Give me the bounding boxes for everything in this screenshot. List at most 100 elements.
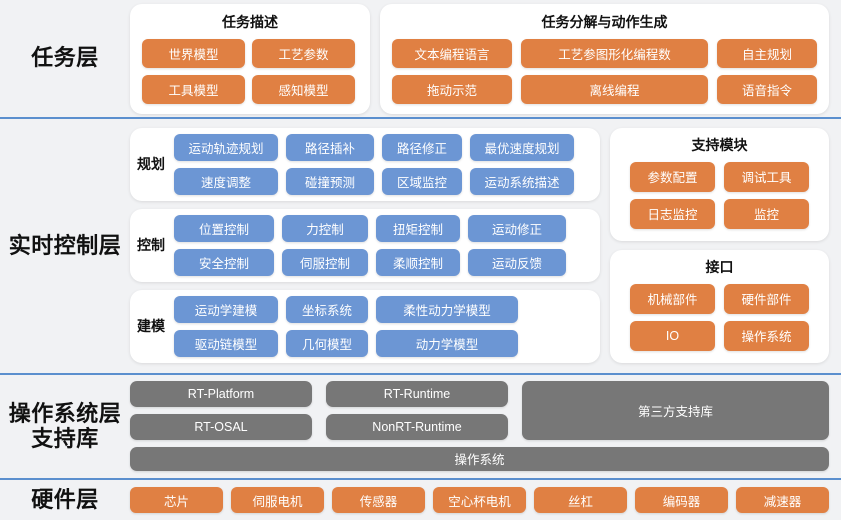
chip-chip[interactable]: 芯片 (130, 487, 223, 513)
chip-row-support-2: 日志监控 监控 (624, 198, 815, 229)
chip-group-planning: 运动轨迹规划 路径插补 路径修正 最优速度规划 速度调整 碰撞预测 区域监控 运… (174, 133, 590, 195)
chip-path-correction[interactable]: 路径修正 (382, 133, 462, 161)
os-top-row: RT-Platform RT-OSAL RT-Runtime NonRT-Run… (130, 380, 829, 440)
chip-row-modeling-2: 驱动链模型 几何模型 动力学模型 (174, 329, 590, 357)
chip-row-decomposition-2: 拖动示范 离线编程 语音指令 (392, 74, 817, 104)
layer-body-os-support: RT-Platform RT-OSAL RT-Runtime NonRT-Run… (130, 375, 841, 479)
chip-reducer[interactable]: 减速器 (736, 487, 829, 513)
chip-log-monitoring[interactable]: 日志监控 (630, 198, 715, 229)
chip-speed-adjustment[interactable]: 速度调整 (174, 167, 278, 195)
divider-realtime-os (0, 373, 841, 375)
chip-motion-feedback[interactable]: 运动反馈 (468, 248, 566, 276)
chip-voice-command[interactable]: 语音指令 (717, 74, 817, 104)
chip-flexible-dynamics-model[interactable]: 柔性动力学模型 (376, 295, 518, 323)
chip-drive-chain-model[interactable]: 驱动链模型 (174, 329, 278, 357)
chip-group-control: 位置控制 力控制 扭矩控制 运动修正 安全控制 伺服控制 柔顺控制 运动反馈 (174, 214, 590, 276)
chip-encoder[interactable]: 编码器 (635, 487, 728, 513)
card-task-description: 任务描述 世界模型 工艺参数 工具模型 感知模型 (130, 3, 370, 114)
chip-graphical-programming[interactable]: 工艺参图形化编程数 (521, 38, 708, 68)
layer-os-support: 操作系统层支持库 RT-Platform RT-OSAL RT-Runtime … (0, 375, 841, 478)
chip-motion-system-description[interactable]: 运动系统描述 (470, 167, 574, 195)
chip-process-parameters[interactable]: 工艺参数 (252, 38, 355, 68)
layer-task: 任务层 任务描述 世界模型 工艺参数 工具模型 感知模型 任务分解与动作生成 文… (0, 0, 841, 117)
card-title-interface: 接口 (705, 258, 734, 275)
chip-group-task-description: 世界模型 工艺参数 工具模型 感知模型 (142, 38, 358, 104)
chip-row-modeling-1: 运动学建模 坐标系统 柔性动力学模型 (174, 295, 590, 323)
chip-row-interface-1: 机械部件 硬件部件 (624, 283, 815, 314)
card-task-decomposition: 任务分解与动作生成 文本编程语言 工艺参图形化编程数 自主规划 拖动示范 离线编… (380, 3, 829, 114)
chip-dynamics-model[interactable]: 动力学模型 (376, 329, 518, 357)
chip-motion-trajectory-planning[interactable]: 运动轨迹规划 (174, 133, 278, 161)
chip-area-monitoring[interactable]: 区域监控 (382, 167, 462, 195)
card-support-modules: 支持模块 参数配置 调试工具 日志监控 监控 (610, 127, 829, 241)
layer-label-hardware: 硬件层 (31, 486, 99, 512)
chip-row-planning-1: 运动轨迹规划 路径插补 路径修正 最优速度规划 (174, 133, 590, 161)
chip-perception-model[interactable]: 感知模型 (252, 74, 355, 104)
layer-body-hardware: 芯片 伺服电机 传感器 空心杯电机 丝杠 编码器 减速器 (130, 487, 841, 513)
card-group-modeling: 建模 运动学建模 坐标系统 柔性动力学模型 驱动链模型 几何模型 动力学模型 (130, 289, 600, 363)
chip-tool-model[interactable]: 工具模型 (142, 74, 245, 104)
chip-row-planning-2: 速度调整 碰撞预测 区域监控 运动系统描述 (174, 167, 590, 195)
chip-row-control-2: 安全控制 伺服控制 柔顺控制 运动反馈 (174, 248, 590, 276)
chip-safety-control[interactable]: 安全控制 (174, 248, 274, 276)
chip-operating-system[interactable]: 操作系统 (130, 446, 829, 471)
chip-autonomous-planning[interactable]: 自主规划 (717, 38, 817, 68)
chip-monitoring[interactable]: 监控 (724, 198, 809, 229)
chip-debug-tools[interactable]: 调试工具 (724, 161, 809, 192)
chip-lead-screw[interactable]: 丝杠 (534, 487, 627, 513)
group-label-control: 控制 (137, 236, 165, 253)
chip-drag-demonstration[interactable]: 拖动示范 (392, 74, 512, 104)
layer-realtime-control: 实时控制层 规划 运动轨迹规划 路径插补 路径修正 最优速度规划 速度调整 (0, 119, 841, 373)
chip-compliance-control[interactable]: 柔顺控制 (376, 248, 460, 276)
chip-position-control[interactable]: 位置控制 (174, 214, 274, 242)
divider-os-hardware (0, 478, 841, 480)
chip-third-party-library[interactable]: 第三方支持库 (522, 380, 829, 440)
realtime-groups-column: 规划 运动轨迹规划 路径插补 路径修正 最优速度规划 速度调整 碰撞预测 区域监… (130, 127, 600, 363)
chip-motion-correction[interactable]: 运动修正 (468, 214, 566, 242)
divider-task-realtime (0, 117, 841, 119)
chip-servo-control[interactable]: 伺服控制 (282, 248, 368, 276)
layer-label-realtime-control: 实时控制层 (8, 232, 122, 258)
group-label-planning: 规划 (137, 155, 165, 172)
chip-parameter-configuration[interactable]: 参数配置 (630, 161, 715, 192)
chip-hardware-components[interactable]: 硬件部件 (724, 283, 809, 314)
chip-row-control-1: 位置控制 力控制 扭矩控制 运动修正 (174, 214, 590, 242)
card-group-control: 控制 位置控制 力控制 扭矩控制 运动修正 安全控制 伺服控制 柔顺控制 运 (130, 208, 600, 282)
card-title-support-modules: 支持模块 (691, 136, 748, 153)
chip-text-programming-language[interactable]: 文本编程语言 (392, 38, 512, 68)
layer-label-task: 任务层 (31, 45, 99, 71)
chip-collision-prediction[interactable]: 碰撞预测 (286, 167, 374, 195)
chip-optimal-speed-planning[interactable]: 最优速度规划 (470, 133, 574, 161)
chip-torque-control[interactable]: 扭矩控制 (376, 214, 460, 242)
layer-body-realtime-control: 规划 运动轨迹规划 路径插补 路径修正 最优速度规划 速度调整 碰撞预测 区域监… (130, 124, 841, 369)
chip-nonrt-runtime[interactable]: NonRT-Runtime (326, 413, 508, 440)
chip-coreless-motor[interactable]: 空心杯电机 (433, 487, 526, 513)
chip-sensor[interactable]: 传感器 (332, 487, 425, 513)
card-group-planning: 规划 运动轨迹规划 路径插补 路径修正 最优速度规划 速度调整 碰撞预测 区域监… (130, 127, 600, 201)
chip-operating-system-interface[interactable]: 操作系统 (724, 320, 809, 351)
chip-path-interpolation[interactable]: 路径插补 (286, 133, 374, 161)
layer-hardware: 硬件层 芯片 伺服电机 传感器 空心杯电机 丝杠 编码器 减速器 (0, 480, 841, 520)
layer-body-task: 任务描述 世界模型 工艺参数 工具模型 感知模型 任务分解与动作生成 文本编程语… (130, 0, 841, 122)
chip-kinematics-modeling[interactable]: 运动学建模 (174, 295, 278, 323)
layer-label-os-support: 操作系统层支持库 (8, 400, 122, 451)
chip-row-decomposition-1: 文本编程语言 工艺参图形化编程数 自主规划 (392, 38, 817, 68)
chip-rt-osal[interactable]: RT-OSAL (130, 413, 312, 440)
chip-mechanical-components[interactable]: 机械部件 (630, 283, 715, 314)
card-interface: 接口 机械部件 硬件部件 IO 操作系统 (610, 249, 829, 363)
chip-row-interface-2: IO 操作系统 (624, 320, 815, 351)
chip-rt-runtime[interactable]: RT-Runtime (326, 380, 508, 407)
card-title-task-description: 任务描述 (222, 13, 278, 30)
chip-geometric-model[interactable]: 几何模型 (286, 329, 368, 357)
chip-offline-programming[interactable]: 离线编程 (521, 74, 708, 104)
chip-io[interactable]: IO (630, 320, 715, 351)
chip-coordinate-system[interactable]: 坐标系统 (286, 295, 368, 323)
group-label-modeling: 建模 (137, 317, 165, 334)
chip-servo-motor[interactable]: 伺服电机 (231, 487, 324, 513)
chip-force-control[interactable]: 力控制 (282, 214, 368, 242)
chip-rt-platform[interactable]: RT-Platform (130, 380, 312, 407)
chip-world-model[interactable]: 世界模型 (142, 38, 245, 68)
realtime-side-column: 支持模块 参数配置 调试工具 日志监控 监控 接口 机械部件 硬件部件 (610, 127, 829, 363)
chip-row-support-1: 参数配置 调试工具 (624, 161, 815, 192)
